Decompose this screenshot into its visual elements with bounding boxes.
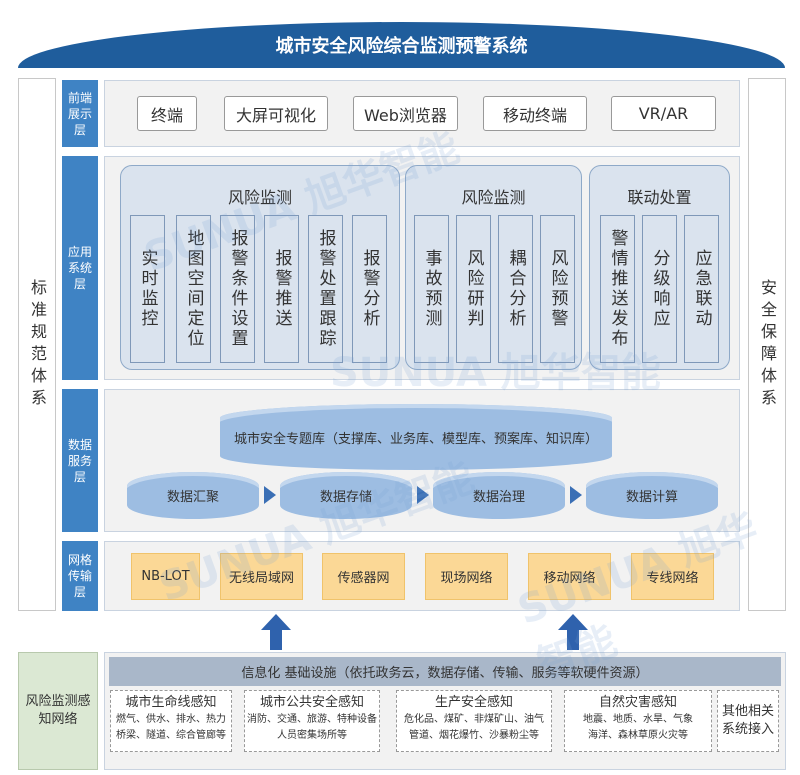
app-item: 耦合分析 bbox=[498, 215, 533, 363]
network-item: 移动网络 bbox=[528, 553, 611, 600]
front-terminal: 终端 bbox=[137, 96, 197, 131]
layer-label-network: 网格传输层 bbox=[62, 541, 98, 611]
perception-box: 城市生命线感知燃气、供水、排水、热力桥梁、隧道、综合管廊等 bbox=[110, 690, 232, 752]
perception-box: 自然灾害感知地震、地质、水旱、气象海洋、森林草原火灾等 bbox=[564, 690, 712, 752]
data-aggregation: 数据汇聚 bbox=[127, 472, 259, 519]
network-item: 无线局域网 bbox=[220, 553, 303, 600]
layer-label-app: 应用系统层 bbox=[62, 156, 98, 380]
app-item: 分级响应 bbox=[642, 215, 677, 363]
group-title: 风险监测 bbox=[227, 188, 292, 207]
data-storage: 数据存储 bbox=[280, 472, 412, 519]
app-item: 地图空间定位 bbox=[176, 215, 211, 363]
topic-database: 城市安全专题库（支撑库、业务库、模型库、预案库、知识库） bbox=[220, 404, 612, 470]
app-item: 实时监控 bbox=[130, 215, 165, 363]
app-item: 风险预警 bbox=[540, 215, 575, 363]
data-governance: 数据治理 bbox=[433, 472, 565, 519]
app-item: 报警条件设置 bbox=[220, 215, 255, 363]
group-title: 联动处置 bbox=[627, 188, 692, 207]
data-compute: 数据计算 bbox=[586, 472, 718, 519]
perception-box: 城市公共安全感知消防、交通、旅游、特种设备人员密集场所等 bbox=[244, 690, 380, 752]
app-item: 报警推送 bbox=[264, 215, 299, 363]
network-item: NB-LOT bbox=[131, 553, 200, 600]
front-web: Web浏览器 bbox=[353, 96, 458, 131]
app-item: 风险研判 bbox=[456, 215, 491, 363]
page-title: 城市安全风险综合监测预警系统 bbox=[18, 22, 785, 68]
layer-label-data: 数据服务层 bbox=[62, 389, 98, 532]
arrow-up-icon bbox=[558, 614, 588, 650]
app-item: 警情推送发布 bbox=[600, 215, 635, 363]
app-item: 应急联动 bbox=[684, 215, 719, 363]
perception-box: 其他相关系统接入 bbox=[717, 690, 779, 752]
group-title: 风险监测 bbox=[461, 188, 526, 207]
arrow-right-icon bbox=[417, 486, 429, 504]
app-item: 事故预测 bbox=[414, 215, 449, 363]
network-item: 传感器网 bbox=[322, 553, 405, 600]
front-bigscreen: 大屏可视化 bbox=[224, 96, 328, 131]
network-item: 专线网络 bbox=[631, 553, 714, 600]
layer-label-front: 前端展示层 bbox=[62, 80, 98, 147]
app-item: 报警分析 bbox=[352, 215, 387, 363]
security-system: 安全保障体系 bbox=[748, 78, 786, 611]
arrow-up-icon bbox=[261, 614, 291, 650]
infra-bar: 信息化 基础设施（依托政务云，数据存储、传输、服务等软硬件资源） bbox=[109, 657, 781, 686]
perception-box: 生产安全感知危化品、煤矿、非煤矿山、油气管道、烟花爆竹、沙暴粉尘等 bbox=[396, 690, 552, 752]
standards-system: 标准规范体系 bbox=[18, 78, 56, 611]
arrow-right-icon bbox=[264, 486, 276, 504]
front-mobile: 移动终端 bbox=[483, 96, 587, 131]
perception-label: 风险监测感知网络 bbox=[18, 652, 98, 770]
arrow-right-icon bbox=[570, 486, 582, 504]
front-vr: VR/AR bbox=[611, 96, 716, 131]
network-item: 现场网络 bbox=[425, 553, 508, 600]
app-item: 报警处置跟踪 bbox=[308, 215, 343, 363]
